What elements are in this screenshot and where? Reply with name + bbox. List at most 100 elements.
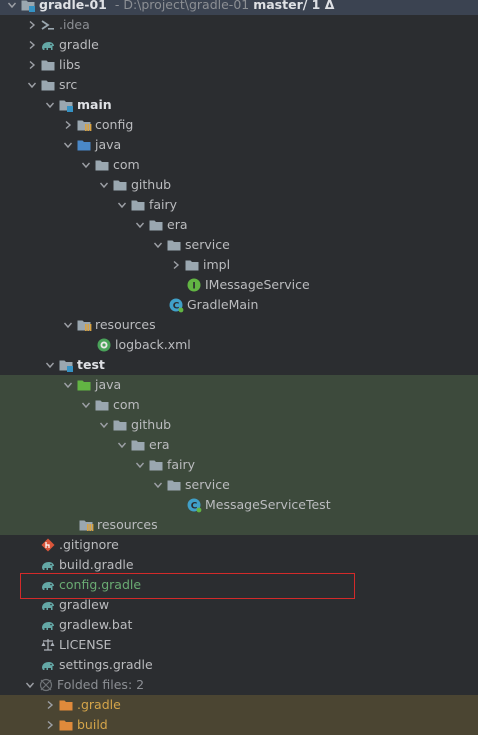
tree-row-test-era[interactable]: era xyxy=(0,435,478,455)
tree-row-era[interactable]: era xyxy=(0,215,478,235)
idea-folder-icon xyxy=(40,17,56,33)
tree-row-service[interactable]: service xyxy=(0,235,478,255)
tree-label: fairy xyxy=(167,457,196,472)
chevron-right-icon[interactable] xyxy=(24,55,40,75)
tree-row-src[interactable]: src xyxy=(0,75,478,95)
tree-row-com[interactable]: com xyxy=(0,155,478,175)
tree-row-license[interactable]: LICENSE xyxy=(0,635,478,655)
tree-row-gradlew[interactable]: gradlew xyxy=(0,595,478,615)
tree-label: service xyxy=(185,477,230,492)
folder-icon xyxy=(40,57,56,73)
chevron-down-icon[interactable] xyxy=(78,395,94,415)
chevron-down-icon[interactable] xyxy=(22,675,38,695)
project-name: gradle-01 xyxy=(39,0,107,12)
tree-label: libs xyxy=(59,57,81,72)
chevron-right-icon[interactable] xyxy=(60,115,76,135)
package-icon xyxy=(130,437,146,453)
chevron-down-icon[interactable] xyxy=(60,315,76,335)
tree-row-resources[interactable]: resources xyxy=(0,315,478,335)
tree-label: .gitignore xyxy=(59,537,119,552)
resource-folder-icon xyxy=(78,517,94,533)
tree-row-test-java[interactable]: java xyxy=(0,375,478,395)
tree-row-gitignore[interactable]: .gitignore xyxy=(0,535,478,555)
tree-label: fairy xyxy=(149,197,178,212)
tree-row-test-fairy[interactable]: fairy xyxy=(0,455,478,475)
chevron-right-icon[interactable] xyxy=(42,695,58,715)
tree-label: build.gradle xyxy=(59,557,134,572)
tree-label: .gradle xyxy=(77,697,121,712)
tree-row-impl[interactable]: impl xyxy=(0,255,478,275)
interface-icon xyxy=(186,277,202,293)
module-folder-icon xyxy=(20,0,36,13)
source-folder-icon xyxy=(76,137,92,153)
tree-row-logback[interactable]: logback.xml xyxy=(0,335,478,355)
tree-row-build[interactable]: build xyxy=(0,715,478,735)
module-folder-icon xyxy=(58,97,74,113)
tree-label: IMessageService xyxy=(205,277,310,292)
chevron-down-icon[interactable] xyxy=(42,95,58,115)
chevron-down-icon[interactable] xyxy=(96,175,112,195)
package-icon xyxy=(148,457,164,473)
chevron-down-icon[interactable] xyxy=(114,195,130,215)
tree-row-test-resources[interactable]: resources xyxy=(0,515,478,535)
chevron-right-icon[interactable] xyxy=(168,255,184,275)
gradle-elephant-icon xyxy=(40,657,56,673)
tree-row-java[interactable]: java xyxy=(0,135,478,155)
tree-row-settings-gradle[interactable]: settings.gradle xyxy=(0,655,478,675)
tree-row-imessageservice[interactable]: IMessageService xyxy=(0,275,478,295)
chevron-down-icon[interactable] xyxy=(24,75,40,95)
tree-label: logback.xml xyxy=(115,337,191,352)
tree-row-gradlemain[interactable]: GradleMain xyxy=(0,295,478,315)
tree-row-test[interactable]: test xyxy=(0,355,478,375)
tree-label: com xyxy=(113,157,140,172)
tree-row-messageservicetest[interactable]: MessageServiceTest xyxy=(0,495,478,515)
chevron-down-icon[interactable] xyxy=(96,415,112,435)
chevron-down-icon[interactable] xyxy=(60,135,76,155)
chevron-down-icon[interactable] xyxy=(150,235,166,255)
tree-row-test-github[interactable]: github xyxy=(0,415,478,435)
tree-label: GradleMain xyxy=(187,297,259,312)
tree-label: service xyxy=(185,237,230,252)
tree-row-folded-files[interactable]: Folded files: 2 xyxy=(0,675,478,695)
resource-folder-icon xyxy=(76,317,92,333)
gradle-elephant-icon xyxy=(40,557,56,573)
tree-row-gradlew-bat[interactable]: gradlew.bat xyxy=(0,615,478,635)
class-icon xyxy=(186,497,202,513)
chevron-right-icon[interactable] xyxy=(42,715,58,735)
chevron-down-icon[interactable] xyxy=(132,455,148,475)
tree-row-github[interactable]: github xyxy=(0,175,478,195)
tree-row-main[interactable]: main xyxy=(0,95,478,115)
chevron-down-icon[interactable] xyxy=(150,475,166,495)
tree-row-dot-gradle[interactable]: .gradle xyxy=(0,695,478,715)
tree-row-build-gradle[interactable]: build.gradle xyxy=(0,555,478,575)
tree-label: MessageServiceTest xyxy=(205,497,331,512)
package-icon xyxy=(112,417,128,433)
test-folder-icon xyxy=(76,377,92,393)
chevron-down-icon[interactable] xyxy=(60,375,76,395)
tree-label: LICENSE xyxy=(59,637,112,652)
chevron-down-icon[interactable] xyxy=(132,215,148,235)
gradle-elephant-icon xyxy=(40,617,56,633)
chevron-down-icon[interactable] xyxy=(78,155,94,175)
chevron-right-icon[interactable] xyxy=(24,15,40,35)
tree-row-config[interactable]: config xyxy=(0,115,478,135)
tree-row-config-gradle[interactable]: config.gradle xyxy=(0,575,478,595)
tree-row-idea[interactable]: .idea xyxy=(0,15,478,35)
chevron-down-icon[interactable] xyxy=(4,0,20,15)
gradle-elephant-icon xyxy=(40,597,56,613)
tree-label: github xyxy=(131,417,172,432)
chevron-down-icon[interactable] xyxy=(42,355,58,375)
chevron-down-icon[interactable] xyxy=(114,435,130,455)
tree-row-gradle[interactable]: gradle xyxy=(0,35,478,55)
tree-label: gradle xyxy=(59,37,99,52)
tree-label: config xyxy=(95,117,134,132)
tree-row-libs[interactable]: libs xyxy=(0,55,478,75)
tree-label: java xyxy=(95,377,122,392)
gradle-elephant-icon xyxy=(40,37,56,53)
tree-row-test-service[interactable]: service xyxy=(0,475,478,495)
tree-row-fairy[interactable]: fairy xyxy=(0,195,478,215)
chevron-right-icon[interactable] xyxy=(24,35,40,55)
package-icon xyxy=(166,477,182,493)
tree-row-test-com[interactable]: com xyxy=(0,395,478,415)
tree-row-project-root[interactable]: gradle-01 - D:\project\gradle-01 master/… xyxy=(0,0,478,15)
